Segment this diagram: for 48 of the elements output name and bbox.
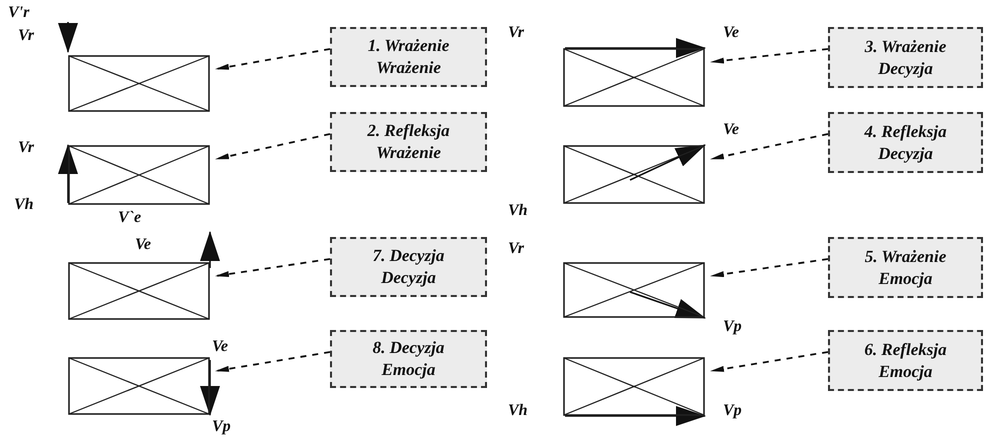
crossed-rectangle — [68, 262, 210, 320]
dashed-label-box — [330, 27, 487, 87]
dashed-label-box — [330, 112, 487, 172]
dashed-arrow — [215, 133, 330, 160]
dashed-label-box — [330, 237, 487, 297]
vector-label: Vh — [14, 196, 34, 214]
dashed-label-box — [828, 330, 983, 391]
vector-label: Vr — [18, 27, 34, 45]
vector-label: Vh — [508, 202, 528, 220]
crossed-rectangle — [68, 357, 210, 415]
dashed-label-box — [828, 112, 983, 173]
box-label: 4. Refleksja Decyzja — [863, 120, 948, 164]
box-label: 7. Decyzja Decyzja — [372, 245, 446, 289]
crossed-rectangle — [563, 145, 705, 204]
vector-label: Vr — [18, 139, 34, 157]
crossed-rectangle — [68, 55, 210, 112]
dashed-arrow — [710, 351, 828, 372]
vector-label: Ve — [723, 24, 739, 42]
vector-label: Ve — [723, 121, 739, 139]
dashed-label-box — [330, 330, 487, 388]
dashed-arrow — [215, 351, 330, 372]
vector-label: Ve — [212, 338, 228, 356]
crossed-rectangle — [563, 48, 705, 107]
vector-label: Vr — [508, 24, 524, 42]
box-label: 8. Decyzja Emocja — [372, 337, 446, 381]
vector-label: Vh — [508, 402, 528, 420]
vector-label: V`e — [118, 209, 142, 227]
vector-label: V'r — [8, 4, 30, 22]
box-label: 2. Refleksja Wrażenie — [366, 120, 451, 164]
box-label: 6. Refleksja Emocja — [863, 338, 948, 382]
vector-label: Vp — [212, 418, 231, 436]
box-label: 5. Wrażenie Emocja — [864, 246, 948, 290]
vector-label: Ve — [135, 236, 151, 254]
dashed-label-box — [828, 237, 983, 298]
dashed-arrow — [215, 48, 330, 70]
dashed-arrow — [710, 133, 828, 160]
vector-label: Vp — [723, 318, 742, 336]
dashed-arrow — [710, 258, 828, 278]
dashed-arrow — [710, 48, 828, 64]
dashed-label-box — [828, 27, 983, 88]
vector-label: Vr — [508, 240, 524, 258]
crossed-rectangle — [563, 262, 705, 318]
vector-label: Vp — [723, 402, 742, 420]
dashed-arrow — [215, 258, 330, 278]
crossed-rectangle — [68, 145, 210, 205]
crossed-rectangle — [563, 357, 705, 416]
box-label: 3. Wrażenie Decyzja — [864, 36, 948, 80]
box-label: 1. Wrażenie Wrażenie — [366, 35, 450, 79]
